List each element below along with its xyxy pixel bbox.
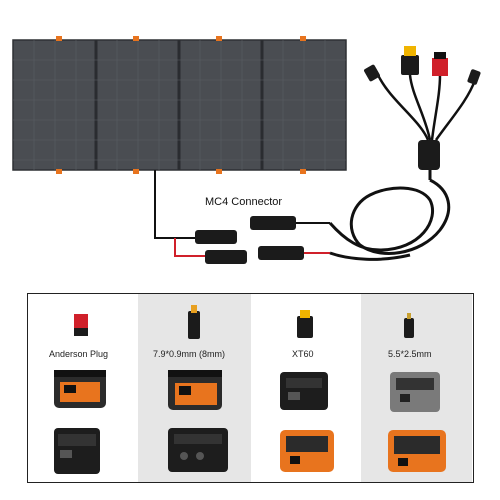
solar-panel <box>12 36 347 174</box>
splitter <box>364 46 481 170</box>
mc4-connector-left <box>195 230 247 264</box>
power-station-xt60-top <box>280 372 328 410</box>
xt60-plug-icon <box>297 310 313 338</box>
barrel-plug-8mm-icon <box>188 305 200 339</box>
power-station-8mm-top <box>168 370 222 410</box>
mc4-connector-label: MC4 Connector <box>205 196 283 208</box>
power-station-5521-top <box>390 372 440 412</box>
anderson-plug-icon <box>74 314 88 336</box>
power-station-5521-bottom <box>388 430 446 472</box>
product-label-anderson: Anderson Plug <box>49 349 109 359</box>
power-station-8mm-bottom <box>168 428 228 472</box>
coiled-cable <box>328 160 451 261</box>
power-station-anderson-top <box>54 370 106 408</box>
product-label-xt60: XT60 <box>292 349 314 359</box>
barrel-plug-5521-icon <box>404 313 414 338</box>
product-label-5521: 5.5*2.5mm <box>388 349 432 359</box>
power-station-anderson-bottom <box>54 428 100 474</box>
power-station-xt60-bottom <box>280 430 334 472</box>
mc4-connector-right <box>250 216 304 260</box>
product-label-8mm: 7.9*0.9mm (8mm) <box>153 349 226 359</box>
